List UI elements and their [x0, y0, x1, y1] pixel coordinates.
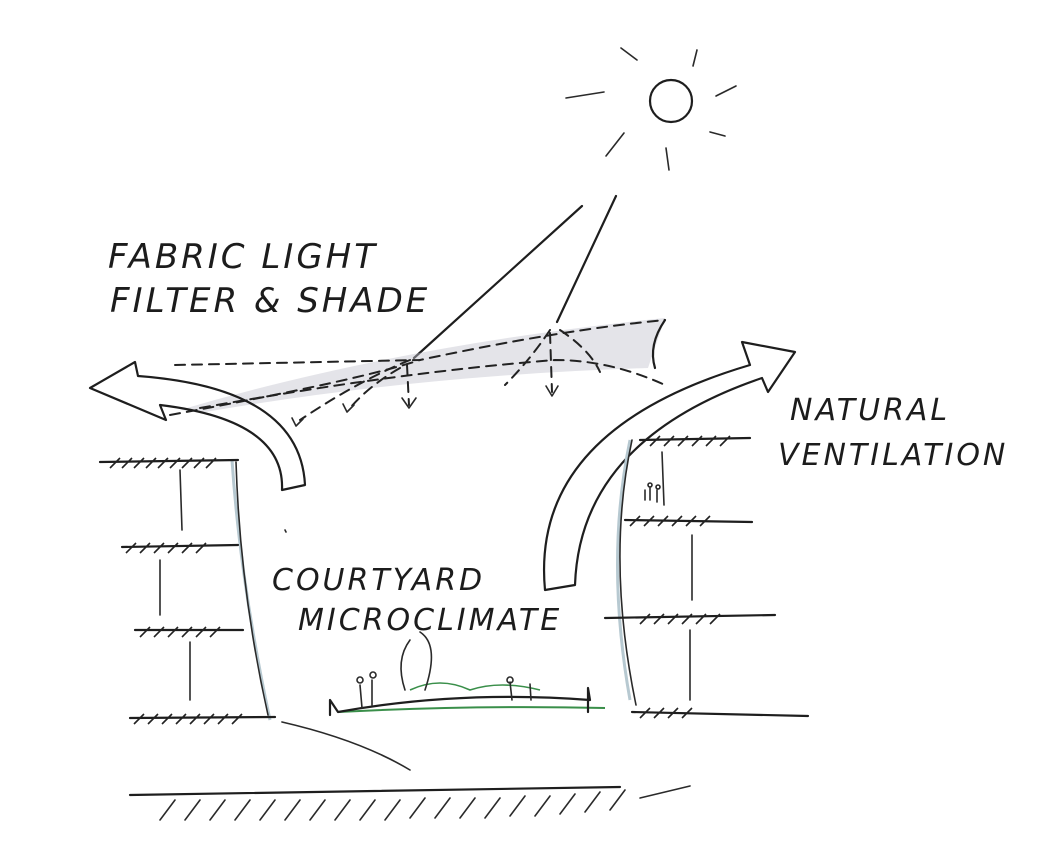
- sun-rays: [412, 194, 618, 360]
- sun-icon: [565, 47, 737, 171]
- courtyard-label-line1: COURTYARD: [272, 563, 485, 598]
- fabric-canopy: [169, 318, 667, 416]
- courtyard-landscape: [328, 631, 606, 717]
- ground-line: [128, 721, 691, 821]
- left-building: [98, 457, 287, 725]
- natural-label-line1: NATURAL: [790, 393, 950, 428]
- fabric-label-line1: FABRIC LIGHT: [108, 237, 378, 277]
- fabric-label-line2: FILTER & SHADE: [110, 281, 430, 321]
- right-ventilation-arrow: [542, 340, 797, 592]
- courtyard-label-line2: MICROCLIMATE: [298, 603, 562, 638]
- natural-label-line2: VENTILATION: [778, 438, 1008, 473]
- filtered-light-arrows: [291, 329, 601, 427]
- left-ventilation-arrow: [88, 360, 307, 492]
- right-building: [603, 435, 810, 719]
